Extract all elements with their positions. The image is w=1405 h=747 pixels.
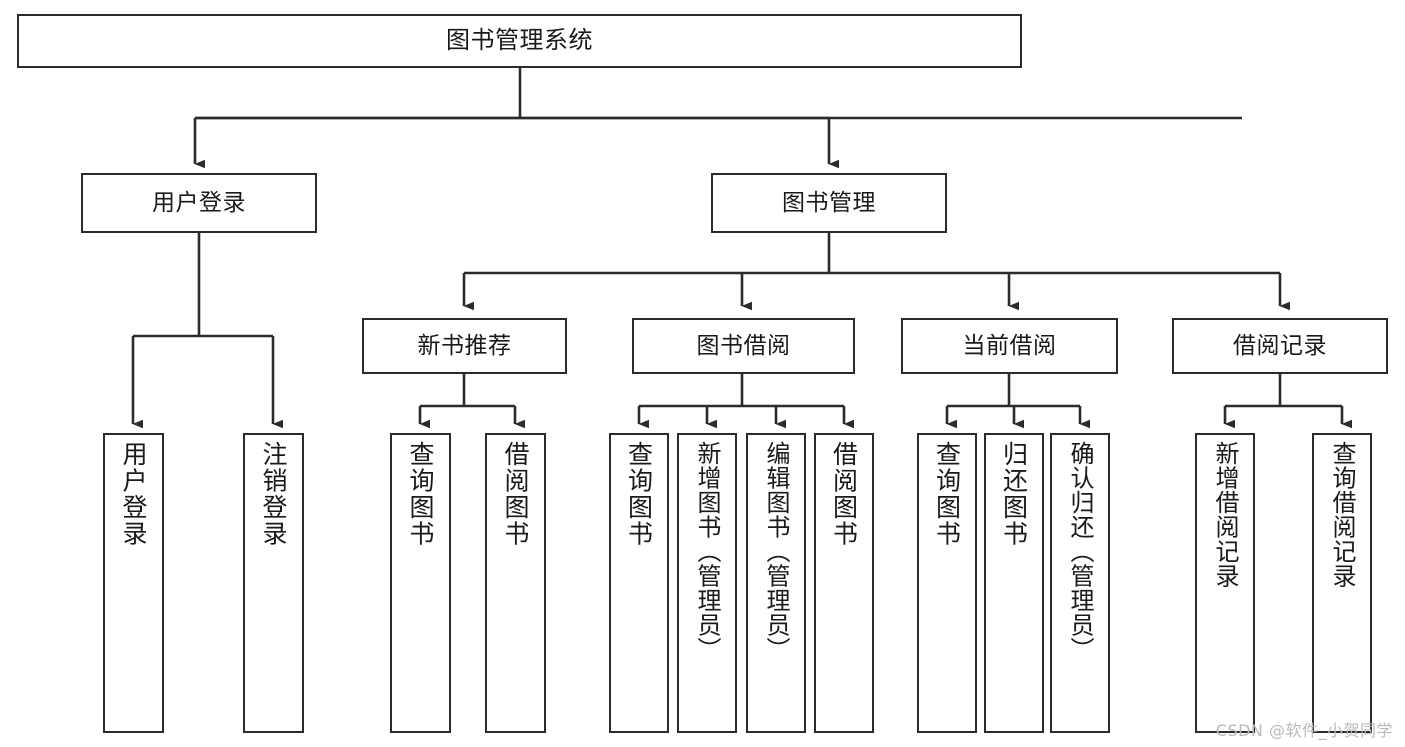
node-current-borrow-label: 当前借阅	[962, 332, 1057, 359]
node-leaf-query-book-3[interactable]: 查询图书	[917, 433, 977, 733]
node-book-borrow-label: 图书借阅	[696, 332, 791, 359]
node-leaf-query-record-label: 查询借阅记录	[1328, 441, 1356, 588]
node-book-borrow[interactable]: 图书借阅	[632, 318, 855, 374]
node-leaf-query-book-3-label: 查询图书	[932, 441, 962, 547]
node-new-book-recommend-label: 新书推荐	[417, 332, 512, 359]
node-root-label: 图书管理系统	[446, 26, 593, 55]
node-leaf-return-book-label: 归还图书	[999, 441, 1029, 547]
node-leaf-add-book[interactable]: 新增图书（管理员）	[677, 433, 737, 733]
node-book-manage[interactable]: 图书管理	[711, 173, 947, 233]
node-new-book-recommend[interactable]: 新书推荐	[362, 318, 567, 374]
node-root[interactable]: 图书管理系统	[17, 14, 1022, 68]
node-leaf-return-book[interactable]: 归还图书	[984, 433, 1044, 733]
node-leaf-borrow-book-1[interactable]: 借阅图书	[485, 433, 546, 733]
node-leaf-confirm-return-label: 确认归还（管理员）	[1066, 441, 1094, 662]
node-book-manage-label: 图书管理	[782, 189, 876, 216]
node-current-borrow[interactable]: 当前借阅	[901, 318, 1118, 374]
node-leaf-query-book-1[interactable]: 查询图书	[390, 433, 451, 733]
node-leaf-edit-book[interactable]: 编辑图书（管理员）	[746, 433, 806, 733]
node-leaf-borrow-book-2[interactable]: 借阅图书	[814, 433, 874, 733]
node-leaf-query-book-1-label: 查询图书	[406, 441, 435, 547]
node-leaf-logout-login[interactable]: 注销登录	[243, 433, 304, 733]
node-leaf-add-record[interactable]: 新增借阅记录	[1195, 433, 1255, 733]
node-borrow-record[interactable]: 借阅记录	[1172, 318, 1388, 374]
node-leaf-confirm-return[interactable]: 确认归还（管理员）	[1050, 433, 1110, 733]
node-leaf-query-book-2[interactable]: 查询图书	[609, 433, 669, 733]
node-leaf-borrow-book-1-label: 借阅图书	[501, 441, 530, 547]
node-leaf-edit-book-label: 编辑图书（管理员）	[762, 441, 790, 662]
node-leaf-user-login[interactable]: 用户登录	[103, 433, 164, 733]
node-borrow-record-label: 借阅记录	[1233, 332, 1327, 359]
node-user-login[interactable]: 用户登录	[81, 173, 317, 233]
node-leaf-user-login-label: 用户登录	[119, 441, 148, 547]
node-leaf-logout-login-label: 注销登录	[259, 441, 288, 547]
node-user-login-label: 用户登录	[152, 189, 246, 216]
node-leaf-add-record-label: 新增借阅记录	[1211, 441, 1239, 588]
node-leaf-borrow-book-2-label: 借阅图书	[829, 441, 859, 547]
node-leaf-add-book-label: 新增图书（管理员）	[693, 441, 721, 662]
node-leaf-query-record[interactable]: 查询借阅记录	[1312, 433, 1372, 733]
watermark: CSDN @软件_小贺同学	[1215, 721, 1393, 740]
node-leaf-query-book-2-label: 查询图书	[624, 441, 654, 547]
